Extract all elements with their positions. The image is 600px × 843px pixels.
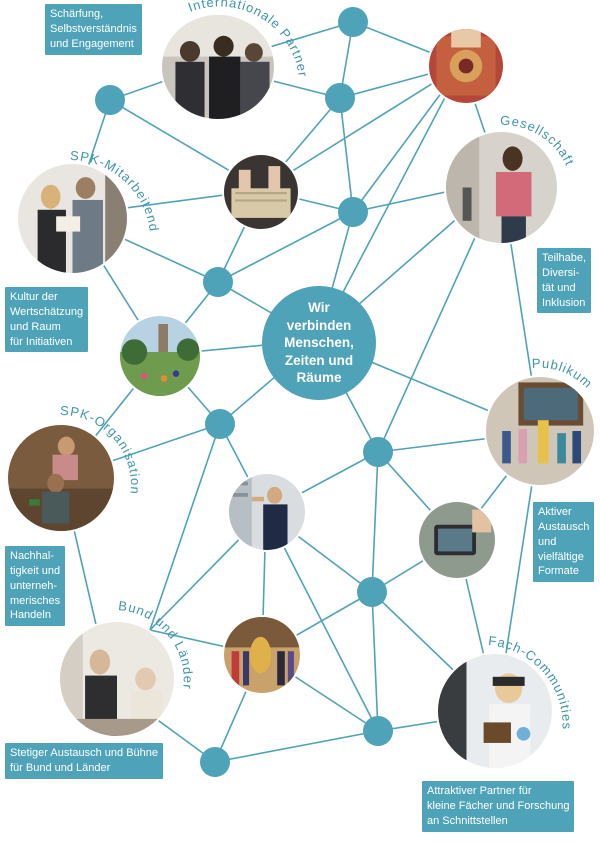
photo-international-partners <box>160 13 276 121</box>
box-government: Stetiger Austausch und Bühne für Bund un… <box>5 743 163 779</box>
photo-society <box>444 130 559 245</box>
photo-organisation <box>6 423 116 533</box>
photo-library-speaker <box>227 472 307 552</box>
box-international: Schärfung, Selbstverständnis und Engagem… <box>45 4 142 55</box>
center-statement: Wir verbinden Menschen, Zeiten und Räume <box>262 286 376 400</box>
box-society: Teilhabe, Diversi- tät und Inklusion <box>537 248 592 314</box>
network-nodes <box>95 7 393 777</box>
box-communities: Attraktiver Partner für kleine Fächer un… <box>422 781 575 832</box>
photo-digital-device <box>417 500 497 580</box>
photo-staff <box>16 162 129 275</box>
photo-garden-event <box>118 314 202 398</box>
photo-government <box>58 620 176 738</box>
photo-audience <box>484 375 596 487</box>
photo-carpet-textile <box>427 27 505 105</box>
photo-communities <box>436 652 554 770</box>
box-audience: Aktiver Austausch und vielfältige Format… <box>533 502 595 583</box>
box-organisation: Nachhal- tigkeit und unterneh- merisches… <box>5 546 66 627</box>
photo-archive-book <box>222 153 300 231</box>
photo-tuba-ceremony <box>222 615 302 695</box>
box-staff: Kultur der Wertschätzung und Raum für In… <box>5 287 89 353</box>
